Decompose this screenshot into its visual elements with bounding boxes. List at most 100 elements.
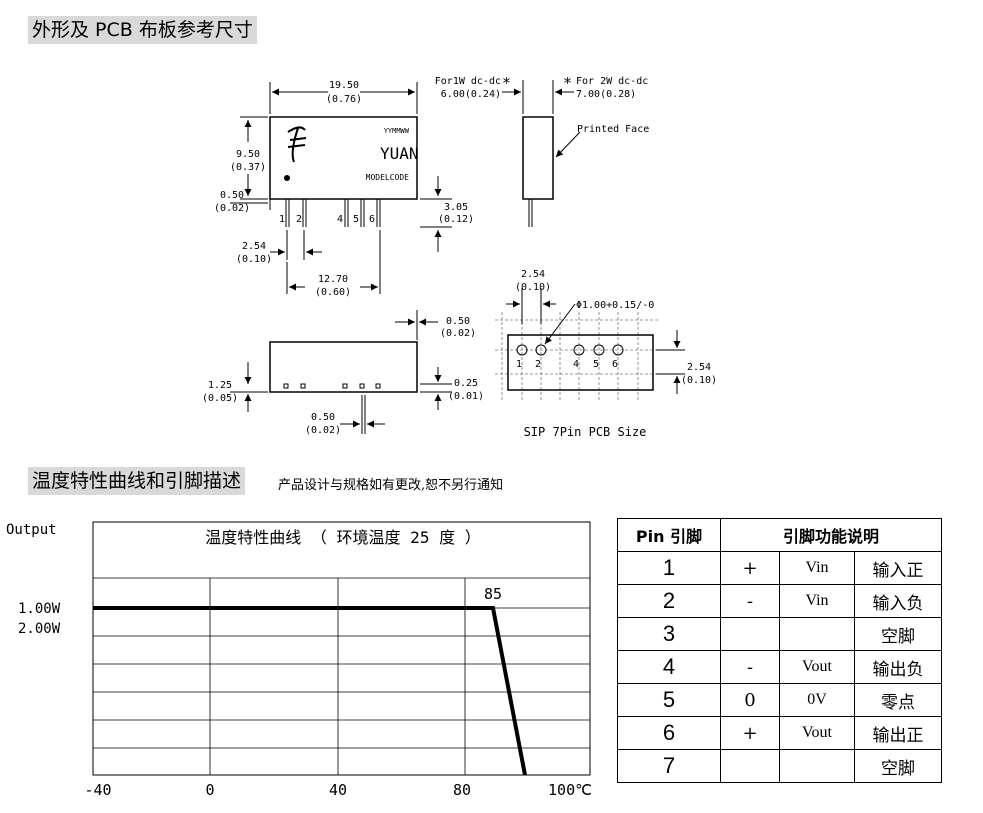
pcb-pin-number: 4 xyxy=(573,359,579,370)
dim-bottom-left-mm: 1.25 xyxy=(208,380,232,391)
pin-name-cell xyxy=(779,749,855,783)
pin-number-cell: 2 xyxy=(617,584,721,618)
pin-number: 4 xyxy=(337,214,343,225)
dim-height-in: (0.37) xyxy=(230,162,266,173)
pin-number-cell: 6 xyxy=(617,716,721,750)
pin-number: 2 xyxy=(296,214,302,225)
pin-desc-cell: 空脚 xyxy=(854,617,942,651)
chart-grid xyxy=(92,521,591,776)
dim-pin-len-mm: 3.05 xyxy=(444,202,468,213)
dim-pin-gap-in: (0.02) xyxy=(214,203,250,214)
pin-sign-cell xyxy=(720,617,780,651)
chart-frame xyxy=(92,521,591,776)
dim-pitch-mm: 2.54 xyxy=(242,241,266,252)
pcb-pin-number: 1 xyxy=(516,359,522,370)
dim-width-mm: 19.50 xyxy=(329,80,359,91)
y-tick-label: 2.00W xyxy=(18,621,61,637)
pin-number-cell: 4 xyxy=(617,650,721,684)
dim-pin-gap-mm: 0.50 xyxy=(220,190,244,201)
asterisk-mark: * xyxy=(502,74,511,92)
dim-bottom-right-in: (0.01) xyxy=(448,391,484,402)
module-front-body xyxy=(269,116,418,200)
pin-desc-cell: 输入正 xyxy=(854,551,942,585)
date-code-label: YYMMWW xyxy=(384,127,410,135)
chart-x-tick-group: -40 0 40 80 100℃ xyxy=(84,781,592,799)
pin-row: 7 空脚 xyxy=(617,749,942,783)
derating-line xyxy=(93,606,527,776)
pcb-pitch-mm: 2.54 xyxy=(521,269,545,280)
pcb-pin-number: 6 xyxy=(612,359,618,370)
pin-sign-cell: + xyxy=(720,716,780,750)
pin-name-cell xyxy=(779,617,855,651)
asterisk-mark: * xyxy=(563,74,572,92)
model-code-label: MODELCODE xyxy=(366,173,410,182)
pin-desc-cell: 零点 xyxy=(854,683,942,717)
pcb-vpitch-mm: 2.54 xyxy=(687,362,711,373)
pcb-caption: SIP 7Pin PCB Size xyxy=(524,425,647,439)
pin-number-cell: 5 xyxy=(617,683,721,717)
temperature-derating-chart: Output 1.00W 2.00W 温度特性曲线 （ 环境温度 25 度 ） … xyxy=(6,521,592,799)
pin-number-cell: 7 xyxy=(617,749,721,783)
dim-height-mm: 9.50 xyxy=(236,149,260,160)
pin-number: 5 xyxy=(353,214,359,225)
x-tick-label: 0 xyxy=(205,781,214,799)
pcb-outline xyxy=(507,334,654,391)
pin-desc-cell: 输入负 xyxy=(854,584,942,618)
pcb-vpitch-in: (0.10) xyxy=(681,375,717,386)
logo-text: YUAN xyxy=(380,144,419,163)
chart-series-group xyxy=(93,606,527,776)
side-2w-value: 7.00(0.28) xyxy=(576,89,636,100)
chart-annotation: 85 xyxy=(484,585,502,603)
pin-number-cell: 3 xyxy=(617,617,721,651)
pin1-marker-dot xyxy=(284,175,290,181)
dim-bottom-btm-in: (0.02) xyxy=(305,425,341,436)
dim-bottom-right-mm: 0.25 xyxy=(454,378,478,389)
brand-logo-icon xyxy=(287,126,307,163)
pin-desc-cell: 输出负 xyxy=(854,650,942,684)
chart-title: 温度特性曲线 （ 环境温度 25 度 ） xyxy=(205,528,480,547)
dim-span-mm: 12.70 xyxy=(318,274,348,285)
side-2w-label: For 2W dc-dc xyxy=(576,76,648,87)
pcb-pin-number: 2 xyxy=(535,359,541,370)
pin-name-cell: Vout xyxy=(779,716,855,750)
dimension-drawing: 19.50 (0.76) 9.50 (0.37) 0.50 (0.02) 3.0… xyxy=(202,74,717,439)
pin-desc-cell: 空脚 xyxy=(854,749,942,783)
x-tick-label: 80 xyxy=(453,781,471,799)
pin-number-cell: 1 xyxy=(617,551,721,585)
pin-header: Pin 引脚 xyxy=(617,518,721,552)
x-tick-label: 40 xyxy=(329,781,347,799)
dim-pitch-in: (0.10) xyxy=(236,254,272,265)
side-1w-value: 6.00(0.24) xyxy=(441,89,501,100)
pin-name-cell: 0V xyxy=(779,683,855,717)
chart-ylabel: Output xyxy=(6,522,57,538)
printed-face-label: Printed Face xyxy=(577,124,649,135)
pin-number: 1 xyxy=(279,214,285,225)
pcb-pitch-in: (0.10) xyxy=(515,282,551,293)
pin-name-cell: Vout xyxy=(779,650,855,684)
pin-sign-cell: - xyxy=(720,584,780,618)
notice-text: 产品设计与规格如有更改,恕不另行通知 xyxy=(278,478,504,493)
pin-sign-cell: + xyxy=(720,551,780,585)
dim-pin-len-in: (0.12) xyxy=(438,214,474,225)
hole-diameter-label: Φ1.00+0.15/-0 xyxy=(576,300,654,311)
pin-sign-cell: - xyxy=(720,650,780,684)
x-tick-label: 100℃ xyxy=(548,781,592,799)
dim-bottom-top-in: (0.02) xyxy=(440,328,476,339)
dim-span-in: (0.60) xyxy=(315,287,351,298)
x-tick-label: -40 xyxy=(84,781,111,799)
pin-sign-cell: 0 xyxy=(720,683,780,717)
outline-section-title: 外形及 PCB 布板参考尺寸 xyxy=(28,16,257,44)
module-bottom-body xyxy=(269,341,418,393)
y-tick-label: 1.00W xyxy=(18,601,61,617)
pin-number: 6 xyxy=(369,214,375,225)
pin-row: 3 空脚 xyxy=(617,617,942,651)
pin-desc-cell: 输出正 xyxy=(854,716,942,750)
temperature-section-title: 温度特性曲线和引脚描述 xyxy=(28,467,246,495)
dim-width-in: (0.76) xyxy=(326,94,362,105)
